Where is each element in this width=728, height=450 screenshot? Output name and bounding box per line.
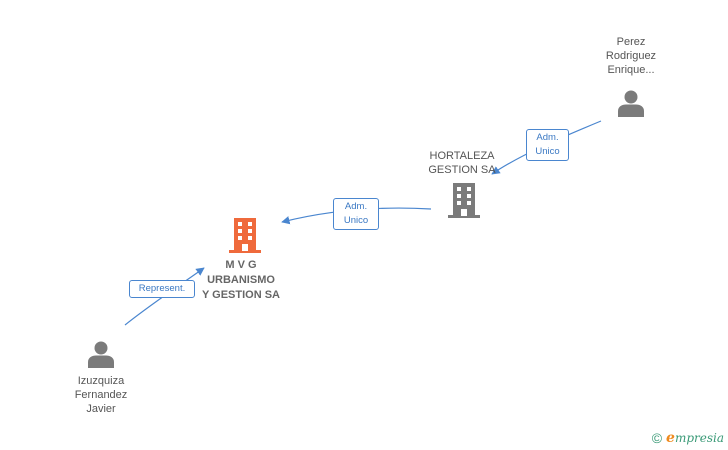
node-label-izuzquiza[interactable]: Izuzquiza Fernandez Javier xyxy=(56,374,146,416)
edge-label-line: Adm. xyxy=(344,201,368,212)
node-label-line: Rodriguez xyxy=(605,50,657,62)
person-icon[interactable] xyxy=(617,89,645,117)
brand-logo-initial: e xyxy=(666,430,675,446)
node-label-line: GESTION SA xyxy=(428,164,496,176)
node-label-line: Izuzquiza xyxy=(77,375,125,387)
edge-label-line: Represent. xyxy=(138,283,186,294)
brand-logo: empresia xyxy=(666,430,724,446)
edge-label-perez-hortaleza[interactable]: Adm. Unico xyxy=(526,129,569,161)
edge-label-line: Unico xyxy=(535,146,560,157)
brand-logo-text: mpresia xyxy=(674,431,724,445)
building-icon[interactable] xyxy=(229,218,261,253)
node-label-line: Perez xyxy=(616,36,646,48)
node-label-perez[interactable]: Perez Rodriguez Enrique... xyxy=(586,35,676,77)
edge-label-line: Adm. xyxy=(536,132,559,143)
edge-label-izuzquiza-mvg[interactable]: Represent. xyxy=(129,280,195,298)
copyright-icon: © xyxy=(651,430,663,446)
node-label-line: M V G xyxy=(225,259,257,271)
node-label-line: HORTALEZA xyxy=(429,150,495,162)
node-label-line: Javier xyxy=(86,403,116,415)
person-icon[interactable] xyxy=(87,340,115,368)
node-label-line: Enrique... xyxy=(607,64,655,76)
building-icon[interactable] xyxy=(448,183,480,218)
node-label-line: Fernandez xyxy=(74,389,128,401)
node-label-hortaleza[interactable]: HORTALEZA GESTION SA xyxy=(412,149,512,177)
brand-watermark: © empresia xyxy=(652,430,724,446)
edge-label-hortaleza-mvg[interactable]: Adm. Unico xyxy=(333,198,379,230)
node-label-line: URBANISMO xyxy=(207,274,275,286)
node-label-mvg[interactable]: M V G URBANISMO Y GESTION SA xyxy=(186,258,296,303)
node-label-line: Y GESTION SA xyxy=(201,289,281,301)
edge-label-line: Unico xyxy=(343,215,369,226)
